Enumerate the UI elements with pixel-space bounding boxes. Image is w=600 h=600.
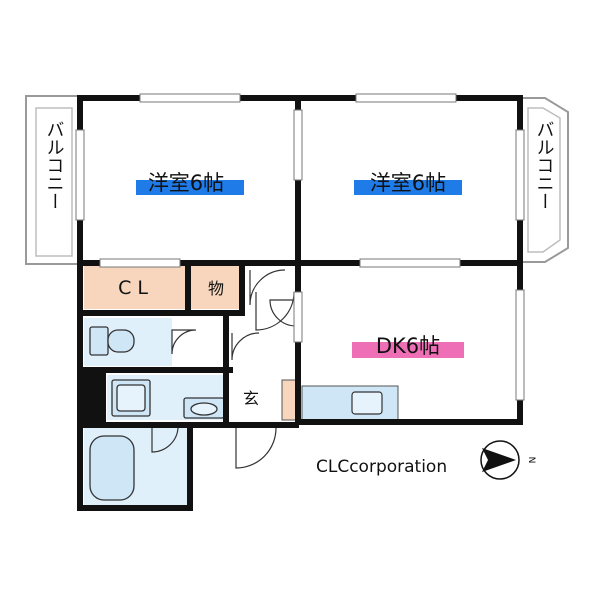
sink-icon [183,397,225,419]
kitchen-counter [301,385,399,421]
washing-machine-icon [111,379,151,417]
compass-label: N [526,457,536,464]
balcony-left [25,95,81,265]
balcony-right [519,97,569,263]
door-swings [151,269,297,469]
dk-tag [352,342,464,358]
dk-label: DK6帖 [376,334,440,358]
closet-label: CL [118,277,154,299]
storage-area [191,263,239,309]
stove-sink-icon [351,391,383,415]
bedroom-right-label: 洋室6帖 [370,171,446,195]
balcony-right-label: バルコニー [534,120,555,210]
windows [75,93,525,401]
entrance-step [281,379,297,421]
balcony-left-label: バルコニー [44,120,65,210]
entrance-label: 玄 [243,389,259,408]
brand-text: CLCcorporation [316,457,447,477]
bathtub-icon [89,435,135,501]
toilet-icon [89,326,135,356]
wall-block [80,370,106,426]
compass-icon [480,440,520,480]
bedroom-right-tag [354,180,462,195]
bedroom-left-label: 洋室6帖 [148,171,224,195]
bedroom-left-tag [136,180,244,195]
storage-label: 物 [208,279,224,298]
closet-area [84,263,186,309]
